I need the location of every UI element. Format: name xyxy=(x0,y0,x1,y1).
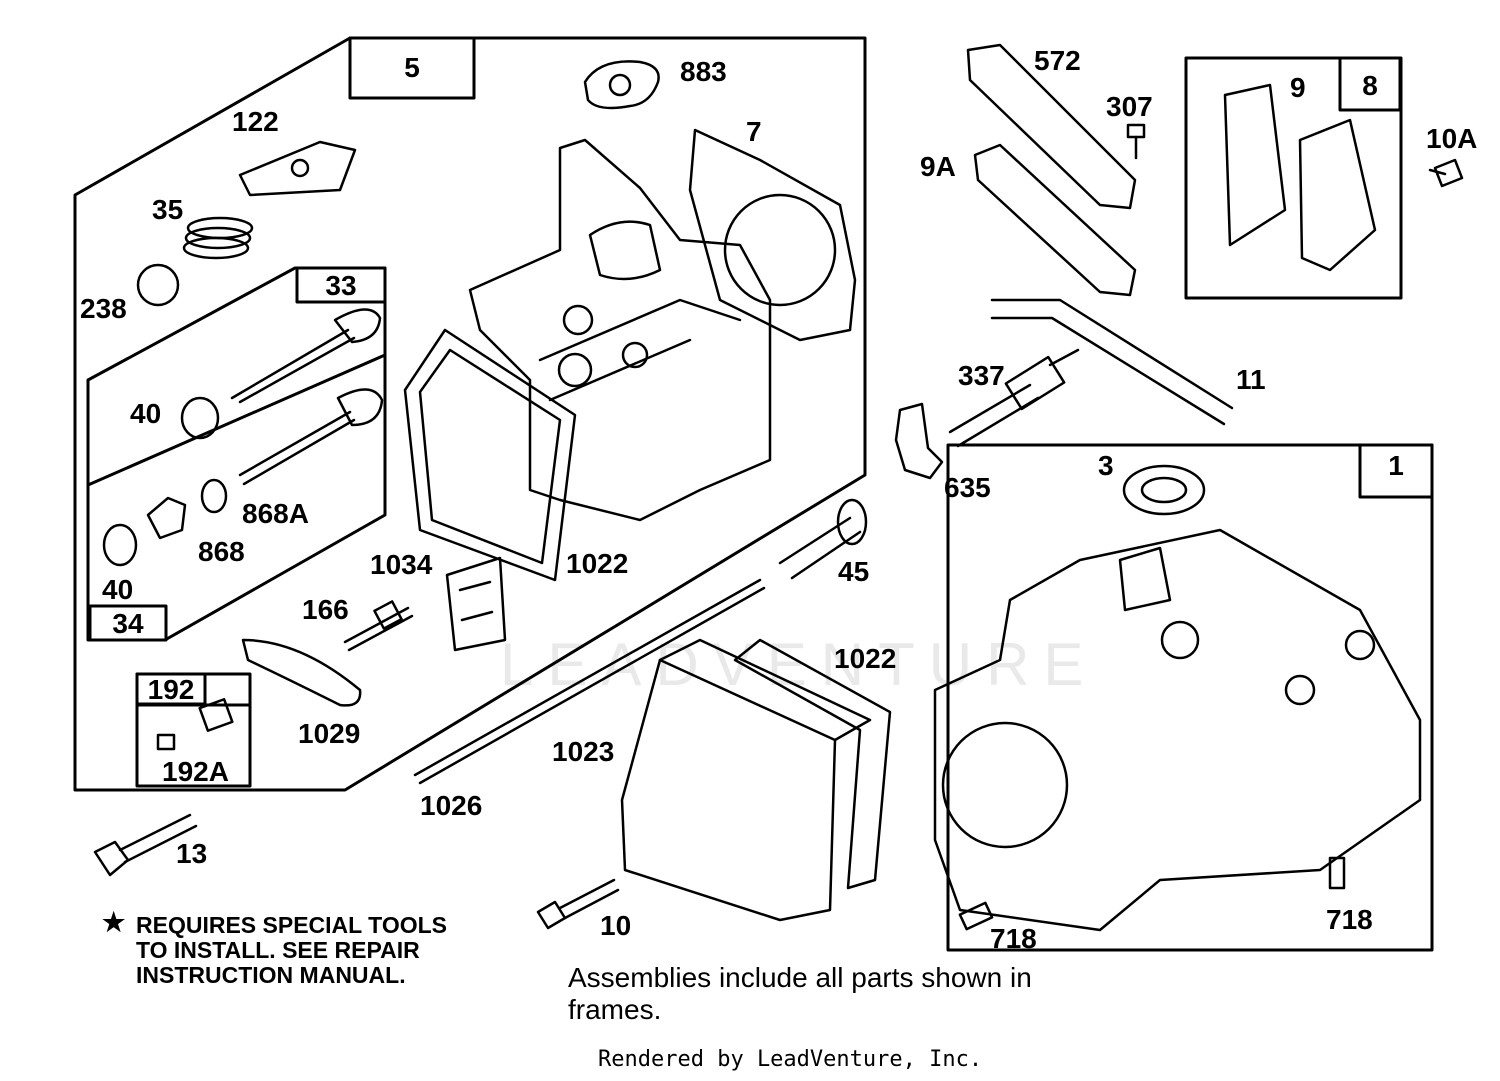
keeper-40b-icon xyxy=(102,523,138,567)
frame-192-label: 192 xyxy=(147,674,195,705)
special-tools-note-line-2: TO INSTALL. SEE REPAIR xyxy=(136,937,420,963)
callout-635: 635 xyxy=(944,472,991,503)
callout-166: 166 xyxy=(302,594,349,625)
valve-icon xyxy=(230,308,382,404)
valve-icon xyxy=(238,388,384,486)
rocker-cover-1023-icon xyxy=(620,638,872,922)
callout-10: 10 xyxy=(600,910,632,941)
cap-238-icon xyxy=(136,263,180,307)
gasket-7-icon xyxy=(688,128,857,342)
frame-34-tab xyxy=(88,604,168,642)
callout-40-upper: 40 xyxy=(130,398,162,429)
block-icon xyxy=(933,528,1422,932)
callout-1029: 1029 xyxy=(298,718,361,749)
plate-1034-icon xyxy=(445,556,507,652)
callout-1034: 1034 xyxy=(370,549,433,580)
callout-13: 13 xyxy=(176,838,208,869)
seal-868a-icon xyxy=(200,478,228,514)
bolt-icon xyxy=(93,813,198,877)
frame-33-label: 33 xyxy=(325,270,357,301)
gasket-9a-icon xyxy=(973,143,1137,297)
gasket-883-icon xyxy=(583,60,660,110)
special-tools-note-line-1: REQUIRES SPECIAL TOOLS xyxy=(136,912,447,938)
render-credit: Rendered by LeadVenture, Inc. xyxy=(598,1047,983,1072)
gasket-572-icon xyxy=(966,43,1137,210)
callout-122: 122 xyxy=(232,106,279,137)
frame-1-label: 1 xyxy=(1388,450,1404,481)
frame-5-label: 5 xyxy=(404,52,420,83)
frame-1-outline xyxy=(946,443,1434,952)
callout-307: 307 xyxy=(1106,91,1153,122)
callout-35: 35 xyxy=(152,194,184,225)
frame-8-label: 8 xyxy=(1362,70,1378,101)
frame-1-tab xyxy=(1358,443,1434,499)
bolt-icon xyxy=(536,878,620,930)
special-tools-note-line-3: INSTRUCTION MANUAL. xyxy=(136,962,406,988)
breather-8-icon xyxy=(1298,118,1377,272)
seal-3-icon xyxy=(1122,464,1206,516)
setscrew-192a-icon xyxy=(156,733,176,751)
screw-10a-icon xyxy=(1428,158,1464,188)
callout-1023: 1023 xyxy=(552,736,615,767)
frame-34-label: 34 xyxy=(112,608,144,639)
frame-8-tab xyxy=(1338,56,1402,112)
tube-45-icon xyxy=(778,498,868,580)
callout-572: 572 xyxy=(1034,45,1081,76)
callout-11: 11 xyxy=(1236,364,1266,395)
frame-5-tab xyxy=(348,36,476,100)
boot-635-icon xyxy=(894,402,944,480)
seal-868-icon xyxy=(146,496,187,540)
callout-718-right: 718 xyxy=(1326,904,1373,935)
callout-192a: 192A xyxy=(162,756,229,787)
tube-11-icon xyxy=(990,298,1234,426)
callout-337: 337 xyxy=(958,360,1005,391)
special-tools-star-icon: ★ xyxy=(102,907,126,937)
gasket-1022b-icon xyxy=(733,638,892,890)
callout-868: 868 xyxy=(198,536,245,567)
callout-238: 238 xyxy=(80,293,127,324)
callout-9: 9 xyxy=(1290,72,1306,103)
frame-33-tab xyxy=(295,266,387,304)
keeper-40-icon xyxy=(180,396,220,440)
plate-122-icon xyxy=(238,140,357,197)
callout-3: 3 xyxy=(1098,450,1114,481)
assemblies-note: Assemblies include all parts shown in fr… xyxy=(568,962,1032,1025)
frame-8-outline xyxy=(1184,56,1403,300)
callout-883: 883 xyxy=(680,56,727,87)
dowel-718b-icon xyxy=(1328,856,1346,890)
callout-7: 7 xyxy=(746,116,762,147)
gasket-9-icon xyxy=(1223,83,1287,247)
spring-icon xyxy=(182,216,254,260)
callout-1022-lower: 1022 xyxy=(834,643,897,674)
callout-1026: 1026 xyxy=(420,790,483,821)
callout-10a: 10A xyxy=(1426,123,1478,154)
gasket-1022-icon xyxy=(403,328,577,582)
callout-9a: 9A xyxy=(920,151,956,182)
callout-868a: 868A xyxy=(242,498,309,529)
rocker-arm-1029-icon xyxy=(241,638,362,707)
callout-45: 45 xyxy=(838,556,870,587)
dowel-718a-icon xyxy=(958,901,994,931)
spark-plug-icon xyxy=(948,348,1080,448)
callout-718-left: 718 xyxy=(990,923,1037,954)
frame-33-outline xyxy=(86,266,387,642)
watermark: LEADVENTURE xyxy=(500,631,1098,698)
callout-40-lower: 40 xyxy=(102,574,134,605)
cylinder-head-icon xyxy=(468,138,772,522)
bolt-icon xyxy=(343,600,414,652)
screw-307-icon xyxy=(1126,123,1146,160)
push-rod-1026-icon xyxy=(413,578,766,785)
callout-1022-upper: 1022 xyxy=(566,548,629,579)
fitting-192-icon xyxy=(198,698,234,732)
